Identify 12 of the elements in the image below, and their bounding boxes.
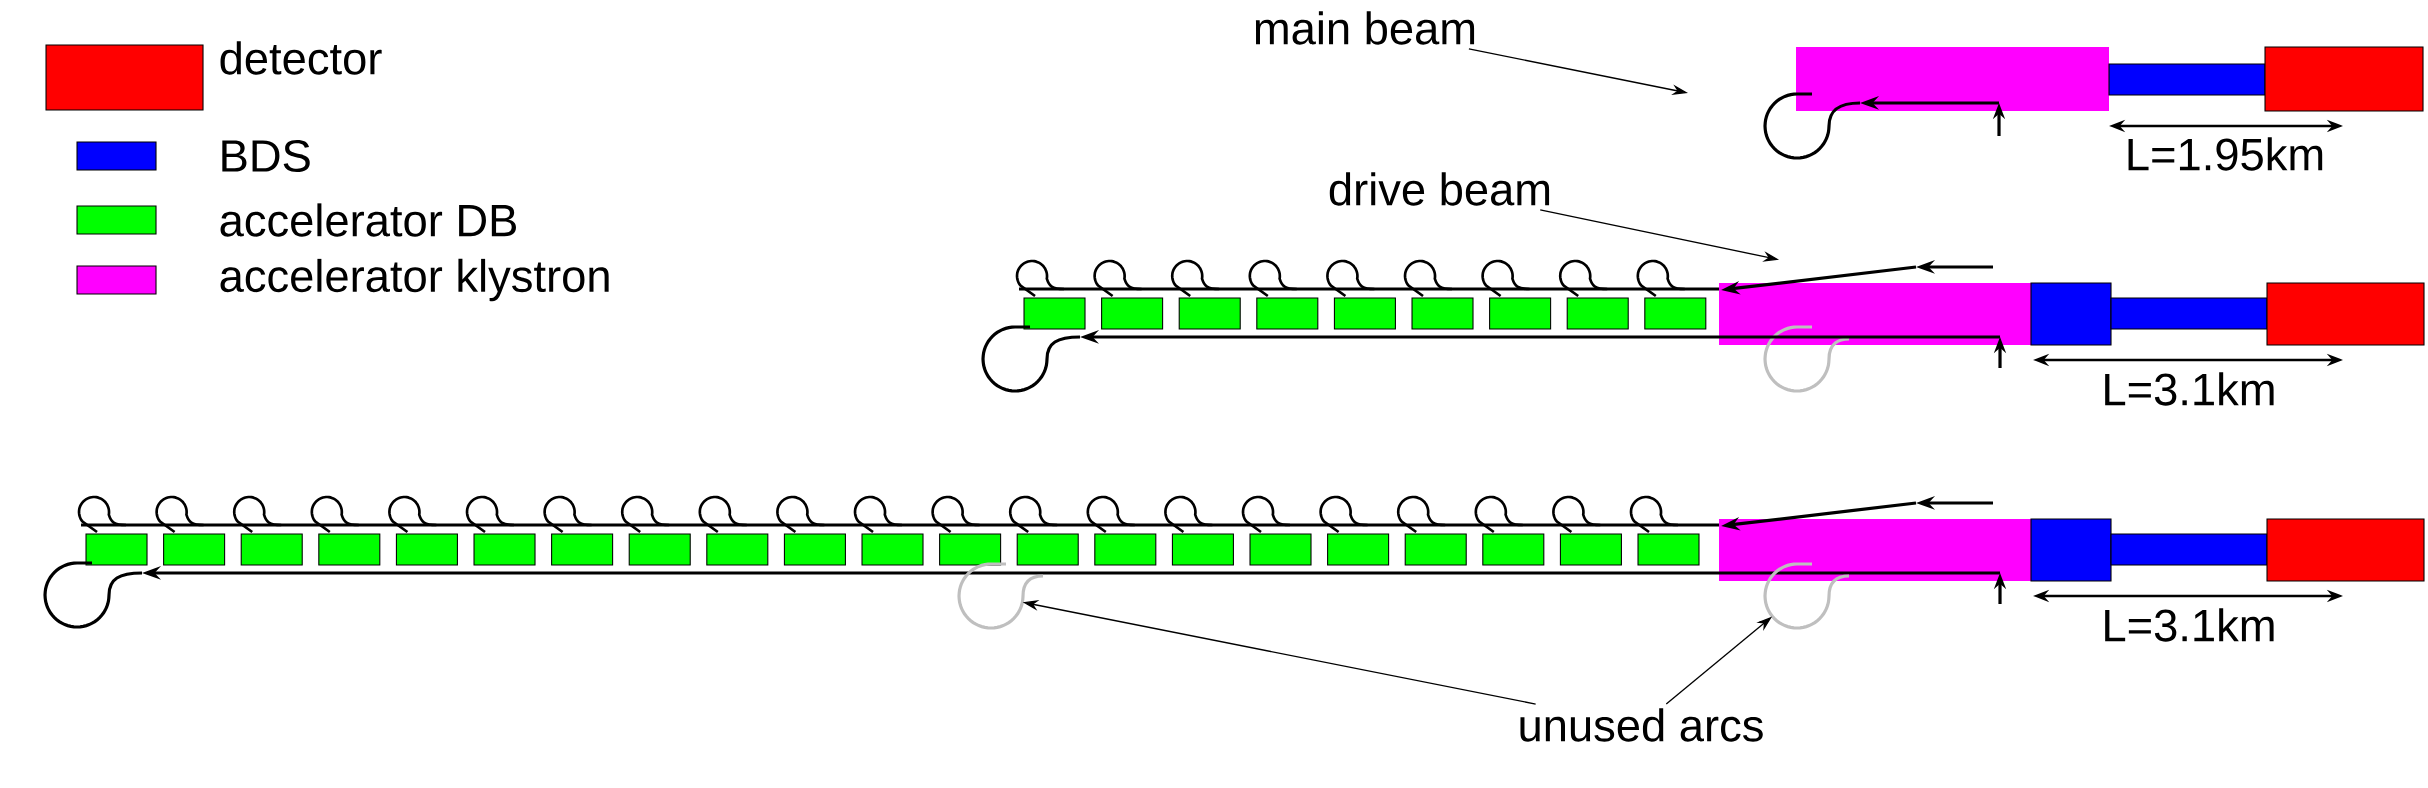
dimension-label: L=3.1km <box>2105 608 2274 642</box>
dimension-label: L=3.1km <box>2105 372 2274 406</box>
legend-label: accelerator klystron <box>220 258 609 302</box>
legend-label: BDS <box>222 139 310 173</box>
legend-label: detector <box>220 41 382 75</box>
unused-arc <box>1763 562 1850 630</box>
legend-label: accelerator DB <box>220 203 516 237</box>
annotation-text: drive beam <box>1329 172 1550 206</box>
annotation-text: main beam <box>1255 11 1475 45</box>
unused-arc <box>957 562 1044 630</box>
dimension-label: L=1.95km <box>2128 137 2323 171</box>
annotation-text: unused arcs <box>1520 708 1763 742</box>
